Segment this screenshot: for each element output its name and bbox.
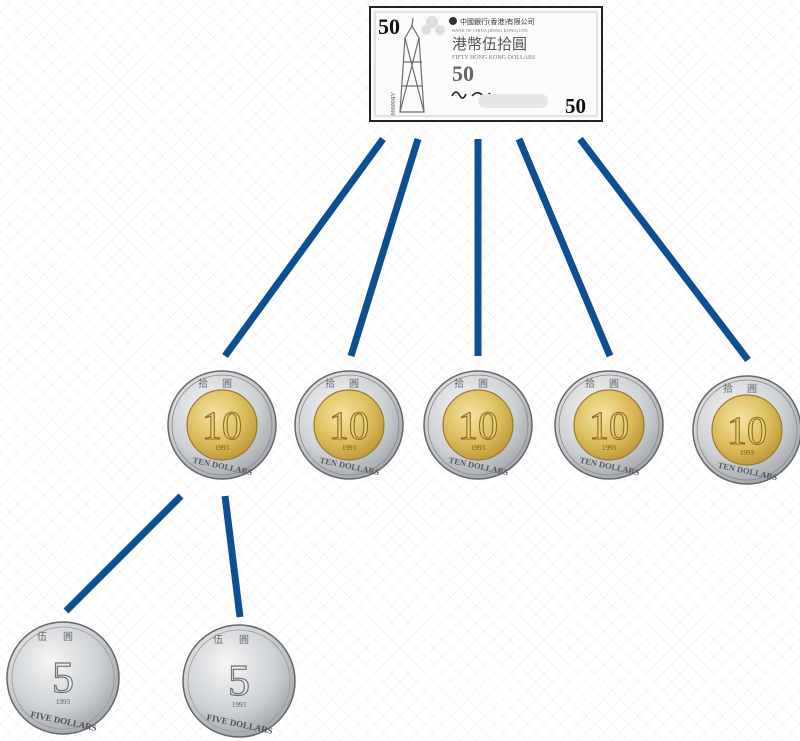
connector-coin-to-five-2 — [221, 495, 244, 618]
coin-year: 1993 — [471, 444, 486, 452]
banknote-bank-english: BANK OF CHINA (HONG KONG) LTD — [452, 28, 528, 33]
connector-note-to-coin-4 — [515, 137, 614, 358]
coin-chinese-text: 拾圓 — [325, 377, 373, 390]
banknote-bank-chinese: 中國銀行(香港)有限公司 — [460, 17, 535, 26]
coin-year: 1993 — [342, 444, 357, 452]
coin-denomination: 5 — [228, 656, 250, 705]
flower-watermark-icon — [421, 16, 445, 35]
coin-year: 1993 — [56, 698, 71, 706]
coin-denomination: 10 — [458, 403, 498, 448]
fifty-dollar-banknote: 50 AB00000 中國銀行(香港)有限公司 BANK OF CHINA (H… — [369, 6, 603, 122]
coin-denomination: 10 — [202, 403, 242, 448]
coin-chinese-text: 拾圓 — [454, 377, 502, 390]
coin-chinese-text: 伍圓 — [37, 631, 89, 643]
coin-denomination: 5 — [52, 653, 74, 702]
bank-logo-icon — [449, 17, 457, 25]
coin-denomination: 10 — [329, 403, 369, 448]
banknote-corner-value: 50 — [378, 14, 400, 39]
connector-coin-to-five-1 — [63, 493, 184, 614]
banknote-center-value: 50 — [452, 61, 474, 86]
coin-chinese-text: 拾圓 — [585, 377, 633, 390]
banknote-corner-value-bottom: 50 — [565, 94, 586, 118]
security-stripe — [478, 94, 548, 108]
connector-note-to-coin-2 — [347, 137, 422, 358]
banknote-title-english: FIFTY HONG KONG DOLLARS — [452, 55, 535, 61]
coin-year: 1993 — [602, 444, 617, 452]
coin-year: 1993 — [232, 701, 247, 709]
connector-lines — [63, 136, 751, 618]
coin-chinese-text: 拾圓 — [198, 377, 246, 390]
banknote-title-chinese: 港幣伍拾圓 — [452, 36, 527, 53]
coin-chinese-text: 拾圓 — [723, 382, 771, 395]
coin-year: 1993 — [740, 449, 755, 457]
coin-denomination: 10 — [727, 408, 767, 453]
tower-icon — [399, 17, 425, 113]
coin-denomination: 10 — [589, 403, 629, 448]
coin-chinese-text: 伍圓 — [213, 634, 265, 646]
connector-note-to-coin-1 — [222, 136, 386, 359]
banknote-serial: AB00000 — [389, 92, 395, 115]
coin-year: 1993 — [215, 444, 230, 452]
connector-note-to-coin-5 — [577, 136, 751, 363]
